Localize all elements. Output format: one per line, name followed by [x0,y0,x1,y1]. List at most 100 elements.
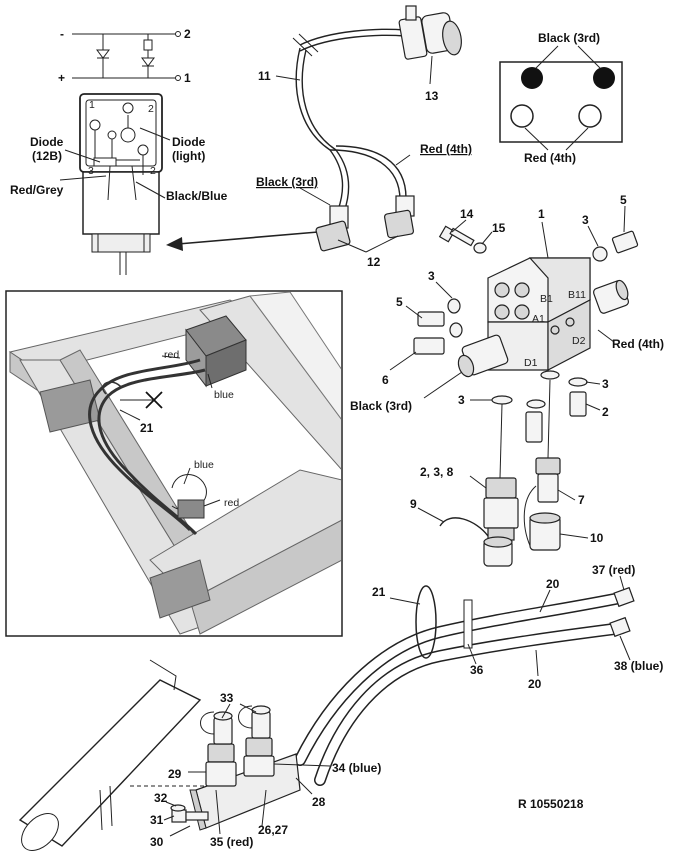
hose-clip-icon [102,381,123,395]
fitting-5-left [417,311,445,327]
inset-callout-21: 21 [140,421,154,435]
pin-2-label: 2 [148,103,154,115]
hose-callout-20-bottom: 20 [528,677,542,691]
solenoid-red [592,279,630,314]
inset-blue-mid-label: blue [194,459,214,471]
coupler-bracket-assembly: 33 29 34 (blue) 28 32 31 30 35 (red) 26,… [18,659,381,851]
connector-nut [91,233,151,253]
led-symbol-icon [141,57,155,67]
hose-callout-38: 38 (blue) [614,659,663,673]
dust-cap-10 [529,512,561,551]
callout-7: 7 [578,493,585,507]
callout-3-lower: 3 [458,393,465,407]
port-d1-label: D1 [524,357,538,369]
callout-3-right: 3 [602,377,609,391]
harness-red-4th-label: Red (4th) [420,142,472,156]
callout-1: 1 [538,207,545,221]
seal-3-lower [491,395,513,405]
fitting-7 [523,457,561,551]
red-terminal-right [578,104,602,128]
black-terminal-right [593,67,615,89]
coupler-callout-35: 35 (red) [210,835,253,849]
arrow-to-schematic [166,231,319,251]
hose-callout-36: 36 [470,663,484,677]
black-blue-label: Black/Blue [166,189,228,203]
callout-6: 6 [382,373,389,387]
coupler-2-3-8 [483,477,519,541]
hose-end-38 [609,616,631,638]
hose-callout-37: 37 (red) [592,563,635,577]
callout-2: 2 [602,405,609,419]
inset-blue-top-label: blue [214,389,234,401]
coupler-callout-28: 28 [312,795,326,809]
drawing-reference: R 10550218 [518,797,584,811]
screw-14 [438,225,475,247]
terminal-1-label: 1 [184,71,191,85]
callout-14: 14 [460,207,474,221]
washer-32 [170,804,186,812]
seal-3-d2 [568,377,588,387]
plug-black-3rd-label: Black (3rd) [538,31,600,45]
callout-13: 13 [425,89,439,103]
bolt-31 [171,809,187,823]
seal-3-d1 [540,370,560,380]
hose-loop-21 [415,585,437,659]
coupler-34 [238,705,275,777]
callout-10: 10 [590,531,604,545]
diode-symbol-icon [96,49,110,59]
callout-3-left: 3 [428,269,435,283]
pin-3-label: 3 [88,165,94,177]
coupler-callout-32: 32 [154,791,168,805]
valve-red-4th-label: Red (4th) [612,337,664,351]
pin-2b-label: 2 [150,165,156,177]
valve-black-3rd-label: Black (3rd) [350,399,412,413]
callout-2-3-8: 2, 3, 8 [420,465,454,479]
plus-label: + [58,71,65,85]
plug-13 [398,5,462,60]
minus-label: - [60,27,64,41]
diode-light-label-a: Diode [172,135,206,149]
seal-3-top [592,246,608,262]
hose-callout-20-top: 20 [546,577,560,591]
coupler-29 [200,711,237,787]
fitting-2-right [569,391,587,417]
coupler-callout-34: 34 (blue) [332,761,381,775]
coupler-callout-30: 30 [150,835,164,849]
hose-tie-36 [463,599,473,649]
inset-red-top-label: red [164,349,179,361]
diode-12b-label-a: Diode [30,135,64,149]
hose-assembly: 21 20 37 (red) 36 20 38 (blue) [294,563,663,786]
diode-12b-label-b: (12B) [32,149,62,163]
plug-face-view: Black (3rd) Red (4th) [499,31,623,165]
fitting-6 [413,337,445,355]
red-grey-label: Red/Grey [10,183,64,197]
callout-11: 11 [258,69,271,83]
dust-cap-9 [439,517,513,567]
port-a1-label: A1 [532,313,545,325]
harness-assembly: 11 13 12 Red (4th) Black (3rd) [256,5,472,269]
wiring-schematic: - + 2 1 1 2 3 2 [10,27,228,275]
seal-3-left [447,298,461,314]
callout-9: 9 [410,497,417,511]
hose-end-37 [613,586,635,608]
terminal-2-label: 2 [184,27,191,41]
callout-3-top: 3 [582,213,589,227]
coupler-callout-31: 31 [150,813,164,827]
diode-light-label-b: (light) [172,149,205,163]
black-terminal-left [521,67,543,89]
coupler-callout-33: 33 [220,691,234,705]
connector-12-red [383,195,415,239]
callout-15: 15 [492,221,506,235]
resistor-symbol-icon [143,39,153,51]
plug-red-4th-label: Red (4th) [524,151,576,165]
callout-5-top: 5 [620,193,627,207]
coupler-callout-26-27: 26,27 [258,823,288,837]
harness-black-3rd-label: Black (3rd) [256,175,318,189]
callout-5-left: 5 [396,295,403,309]
washer-15 [473,242,487,254]
port-b1-label: B1 [540,293,553,305]
port-b11-label: B11 [568,289,586,301]
fitting-5-top [611,230,639,254]
port-d2-label: D2 [572,335,586,347]
